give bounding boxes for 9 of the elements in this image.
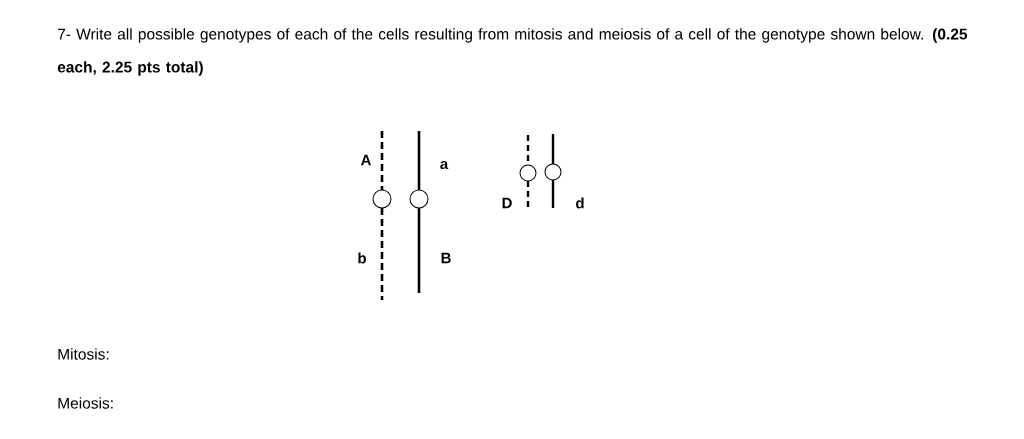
allele-label: D xyxy=(502,197,512,209)
allele-label: B xyxy=(441,252,451,264)
section-label: Mitosis: xyxy=(58,348,109,360)
allele-label: d xyxy=(576,197,584,209)
section-label: Meiosis: xyxy=(58,397,113,409)
allele-label: b xyxy=(358,252,366,264)
allele-label: A xyxy=(360,154,371,166)
question-text: 7- Write all possible genotypes of each of the cells resulting from mitosis and meiosis of a cell of the genotype shown below. (0.25 each, 2.25 pts total) xyxy=(57,28,968,76)
allele-label: a xyxy=(440,160,449,170)
